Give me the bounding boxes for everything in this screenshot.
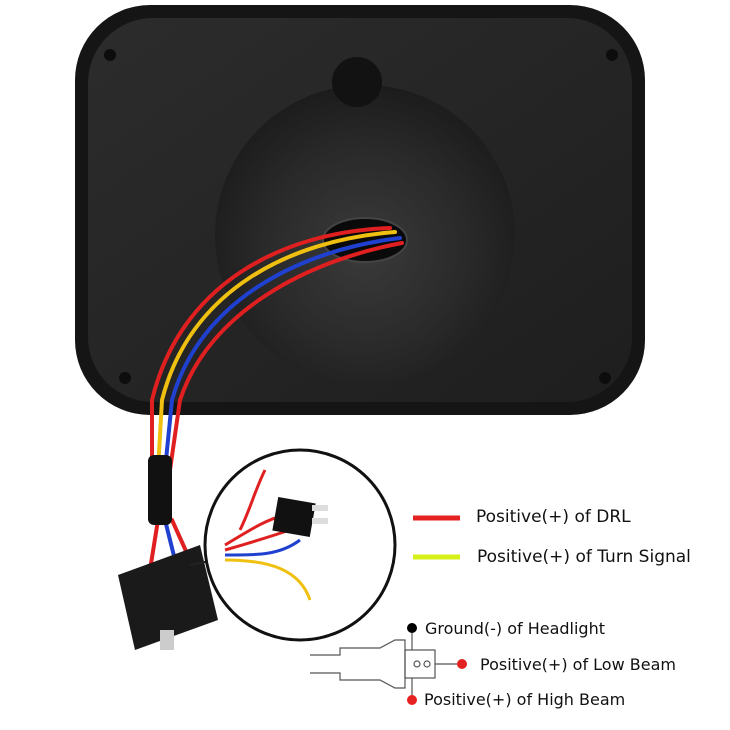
wire-harness <box>148 226 404 572</box>
heat-shrink <box>148 455 172 525</box>
h4-connector <box>118 545 218 650</box>
low-beam-dot <box>457 659 467 669</box>
ground-dot <box>407 623 417 633</box>
pin-ground-label: Ground(-) of Headlight <box>425 619 605 638</box>
high-beam-dot <box>407 695 417 705</box>
legend-turn-label: Positive(+) of Turn Signal <box>477 547 691 567</box>
pin-high-beam-label: Positive(+) of High Beam <box>424 690 626 709</box>
pin-low-beam-label: Positive(+) of Low Beam <box>480 655 676 674</box>
legend-drl-label: Positive(+) of DRL <box>476 507 631 527</box>
inset-detail <box>189 448 397 642</box>
vent-cap <box>332 57 382 107</box>
